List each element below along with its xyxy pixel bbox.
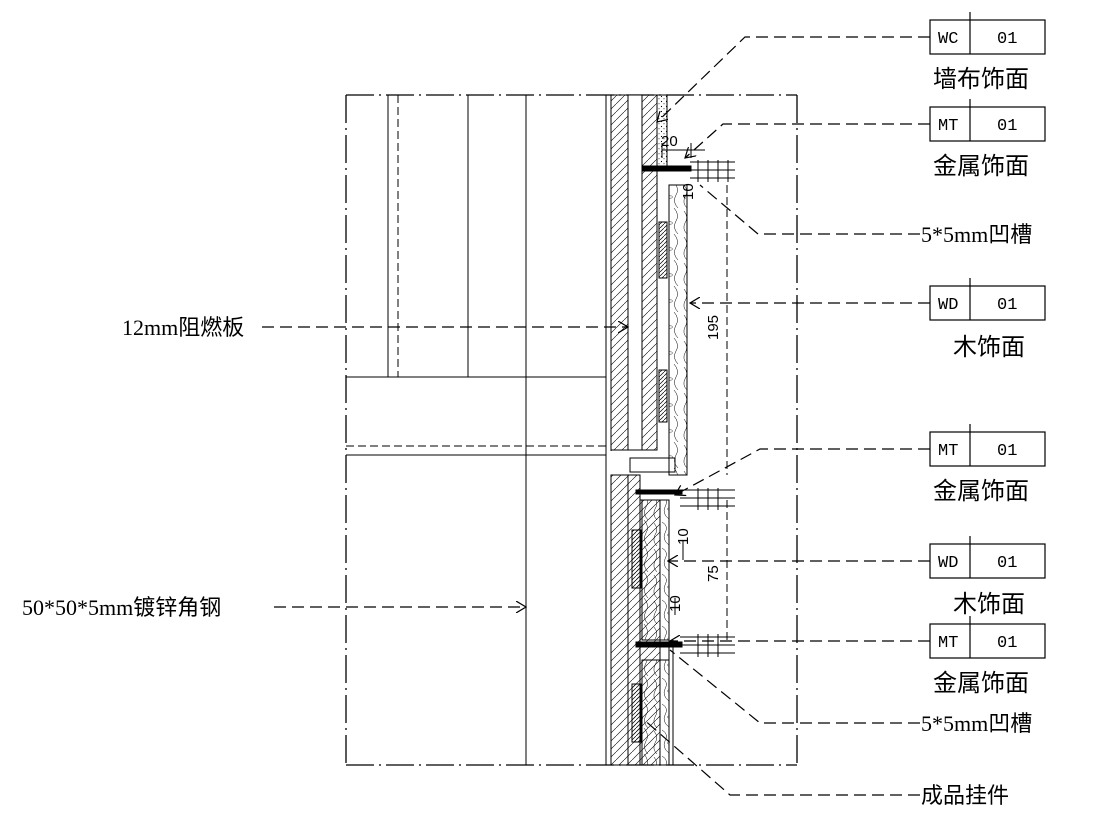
tag-number: 01 — [997, 554, 1017, 573]
tag-description: 墙布饰面 — [933, 66, 1029, 93]
tick-marks — [680, 160, 735, 657]
note-hanger: 成品挂件 — [921, 783, 1009, 808]
material-tag-2: MT 01 金属饰面 — [929, 99, 1046, 180]
tag-number: 01 — [997, 117, 1017, 136]
tag-number: 01 — [997, 296, 1017, 315]
tag-code: WD — [938, 296, 958, 315]
material-tag-1: WC 01 墙布饰面 — [929, 12, 1046, 93]
dim-10-low: 10 — [667, 595, 684, 612]
material-tag-3: WD 01 木饰面 — [929, 278, 1046, 361]
wood-panel-bottom — [641, 659, 670, 766]
hanger-brackets — [631, 221, 668, 743]
material-tag-6: MT 01 金属饰面 — [929, 616, 1046, 697]
dim-195: 195 — [705, 315, 722, 340]
note-angle-steel: 50*50*5mm镀锌角钢 — [22, 595, 221, 620]
tag-number: 01 — [997, 634, 1017, 653]
tag-description: 木饰面 — [953, 591, 1025, 618]
note-fire-board: 12mm阻燃板 — [122, 315, 244, 340]
tag-description: 金属饰面 — [933, 670, 1029, 697]
note-groove-bottom: 5*5mm凹槽 — [921, 711, 1032, 736]
dim-75: 75 — [705, 565, 722, 582]
note-groove-top: 5*5mm凹槽 — [921, 222, 1032, 247]
tag-code: MT — [938, 117, 958, 136]
tag-code: WC — [938, 30, 958, 49]
tag-number: 01 — [997, 30, 1017, 49]
wood-panel-lower — [641, 499, 670, 641]
tag-description: 金属饰面 — [933, 478, 1029, 505]
dim-20: 20 — [661, 133, 678, 150]
tag-code: WD — [938, 554, 958, 573]
material-tag-5: WD 01 木饰面 — [929, 536, 1046, 618]
frame-border — [345, 94, 798, 766]
wood-panel-upper — [668, 184, 688, 476]
material-tag-4: MT 01 金属饰面 — [929, 424, 1046, 505]
dim-10-mid: 10 — [675, 528, 692, 545]
dim-10-top: 10 — [680, 183, 697, 200]
steel-frame — [346, 95, 606, 765]
tag-description: 木饰面 — [953, 334, 1025, 361]
tag-code: MT — [938, 442, 958, 461]
leader-lines — [262, 36, 930, 796]
tag-description: 金属饰面 — [933, 153, 1029, 180]
tag-number: 01 — [997, 442, 1017, 461]
tag-code: MT — [938, 634, 958, 653]
